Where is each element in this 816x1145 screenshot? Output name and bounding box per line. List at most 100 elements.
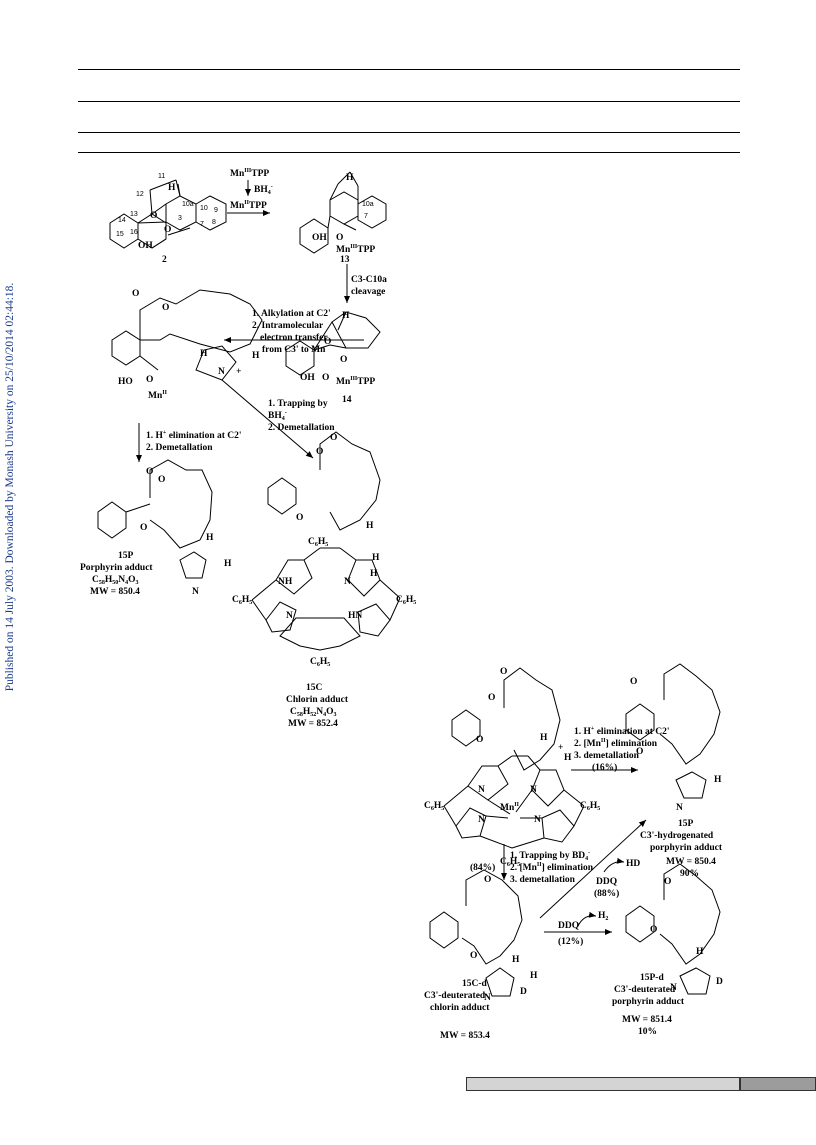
lower-h3: 3. demetallation (574, 751, 640, 761)
alkyl-line1: 1. Alkylation at C2' (252, 309, 331, 319)
alkyl-line2: 2. Intramolecular (252, 321, 324, 331)
ddq-label-2: DDQ (558, 921, 579, 931)
c14-o2: O (340, 355, 347, 365)
c2-n10a: 10a (182, 201, 194, 208)
svg-text:BH4-: BH4- (268, 410, 287, 422)
c2-n8: 8 (212, 219, 216, 226)
c15d-label: 15C-d (462, 979, 488, 989)
c2-n7: 7 (200, 221, 204, 228)
tpp1-label: TPP (251, 169, 269, 179)
c15-h1: H (366, 521, 374, 531)
top-rule-3 (78, 132, 740, 133)
p15-formula: C (92, 575, 99, 585)
p15-label: 15P (118, 551, 134, 561)
c2-n16: 16 (130, 229, 138, 236)
svg-text:2. [MnII] elimination: 2. [MnII] elimination (574, 738, 658, 749)
c2-n11: 11 (158, 173, 165, 180)
svg-text:MnII: MnII (500, 802, 520, 813)
c15-hn: HN (348, 611, 362, 621)
mnc-n2: N (530, 785, 537, 795)
alkyl-line3: electron transfer (260, 333, 328, 343)
svg-text:H2: H2 (598, 911, 608, 922)
svg-text:C6H5: C6H5 (500, 857, 520, 868)
svg-text:2. [MnII] elimination: 2. [MnII] elimination (510, 862, 594, 873)
c2-o2: O (164, 225, 171, 235)
c15-o2: O (330, 433, 337, 443)
c2-oh: OH (138, 241, 153, 251)
svg-text:C58H52N4O3: C58H52N4O3 (290, 707, 337, 718)
mnc-plus: + (558, 743, 563, 753)
c15-n1: N (344, 577, 351, 587)
c2-n14: 14 (118, 217, 126, 224)
15C-d-structure (429, 869, 523, 997)
mn2-label: Mn (230, 201, 245, 211)
c13-n10a: 10a (362, 201, 374, 208)
c13-mn: Mn (336, 245, 351, 255)
15P-left-structure (97, 459, 213, 579)
mnc-n4: N (534, 815, 541, 825)
int-mn: Mn (148, 391, 163, 401)
svg-text:1. Trapping by BD4-: 1. Trapping by BD4- (510, 850, 590, 862)
c15-o1: O (316, 447, 323, 457)
compound-14-structure (285, 311, 381, 376)
p15d-o1: O (664, 877, 671, 887)
c14-o3: O (322, 373, 329, 383)
ddq-h2: H (598, 911, 606, 921)
c13-h: H (346, 173, 354, 183)
p15b-n: N (676, 803, 683, 813)
c13-oh: OH (312, 233, 327, 243)
c14-oh: OH (300, 373, 315, 383)
c13-o: O (336, 233, 343, 243)
mnc-h2: H (564, 753, 572, 763)
p15-h2: H (224, 559, 232, 569)
c13-mn-sup: III (350, 244, 358, 250)
svg-text:MnII: MnII (148, 390, 168, 401)
c2-n13: 13 (130, 211, 138, 218)
lower-h4: (16%) (592, 762, 617, 773)
c2-n10: 10 (200, 205, 208, 212)
p15d-mw: MW = 851.4 (622, 1015, 672, 1025)
helim-line1: 1. H (146, 431, 164, 441)
int-o2: O (132, 289, 139, 299)
svg-text:MnIIITPP: MnIIITPP (230, 168, 269, 179)
arrow-15C-d-to-15P (539, 819, 647, 919)
15P-d-structure (625, 863, 721, 995)
c14-mn-sup: III (350, 376, 358, 382)
c15d-o2: O (470, 951, 477, 961)
mn2-sup: II (244, 200, 249, 206)
mnc-ph3: C (500, 857, 507, 867)
int-plus: + (236, 367, 241, 377)
int-o3: O (146, 375, 153, 385)
helim-line2: 2. Demetallation (146, 443, 213, 453)
arrow-h2-release (577, 911, 597, 927)
cleavage-line1: C3-C10a (351, 275, 387, 285)
trap-line1: 1. Trapping by (268, 399, 328, 409)
compound-14-label: 14 (342, 395, 352, 405)
c15-o3: O (296, 513, 303, 523)
c2-h: H (168, 183, 176, 193)
top-rule-2 (78, 101, 740, 102)
c13-n7: 7 (364, 213, 368, 220)
mnc-ph2: C (580, 801, 587, 811)
c14-tpp: TPP (357, 377, 375, 387)
lower-h2: 2. [Mn (574, 739, 602, 749)
compound-2-label: 2 (162, 255, 167, 265)
c15-ph3: C (396, 595, 403, 605)
bd-line3: 3. demetallation (510, 875, 576, 885)
p15b-o2: O (636, 747, 643, 757)
int-mn-sup: II (162, 390, 167, 396)
15P-right-structure (625, 663, 721, 799)
p15b-desc1: C3'-hydrogenated (640, 831, 714, 841)
p15b-desc2: porphyrin adduct (650, 843, 723, 853)
ddq-yield-1: (88%) (594, 888, 619, 899)
ddq-yield-2: (12%) (558, 936, 583, 947)
int-n: N (218, 367, 225, 377)
p15-n: N (192, 587, 199, 597)
c15d-desc2: chlorin adduct (430, 1003, 490, 1013)
mn3-label: Mn (230, 169, 245, 179)
mn3-sup: III (244, 168, 252, 174)
p15-o1: O (146, 467, 153, 477)
trap-line3: 2. Demetallation (268, 423, 335, 433)
15C-chlorin-structure (251, 431, 401, 651)
p15-o2: O (158, 475, 165, 485)
